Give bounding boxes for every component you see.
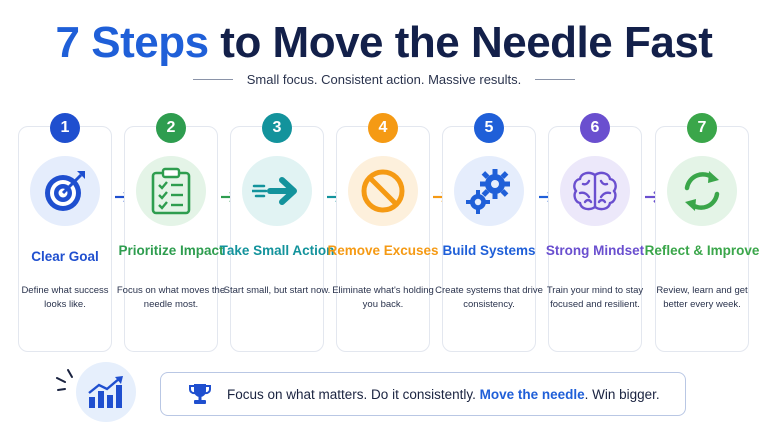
step-desc-5: Create systems that drive consistency.	[435, 285, 543, 310]
icon-bubble-7	[667, 156, 737, 226]
step-title-3: Take Small Action	[219, 243, 335, 258]
icon-bubble-3	[242, 156, 312, 226]
growth-chart-bubble	[76, 362, 136, 422]
step-title-4: Remove Excuses	[327, 243, 439, 258]
gears-icon	[466, 169, 510, 214]
step-title-2: Prioritize Impact	[118, 243, 224, 258]
step-desc-7: Review, learn and get better every week.	[656, 285, 748, 310]
step-title-7: Reflect & Improve	[644, 243, 760, 258]
subtitle: Small focus. Consistent action. Massive …	[246, 72, 522, 87]
subtitle-row: Small focus. Consistent action. Massive …	[0, 72, 768, 87]
step-badge-2: 2	[156, 113, 186, 143]
icon-bubble-4	[348, 156, 418, 226]
motto-part-1: Focus on what matters. Do it consistentl…	[227, 386, 480, 402]
icon-bubble-6	[560, 156, 630, 226]
motto-highlight: Move the needle	[479, 386, 585, 402]
refresh-icon	[684, 171, 720, 211]
icon-bubble-5	[454, 156, 524, 226]
no-sign-icon	[361, 169, 405, 213]
motto-part-2: . Win bigger.	[584, 386, 660, 402]
step-desc-2: Focus on what moves the needle most.	[116, 285, 226, 310]
motto-banner: Focus on what matters. Do it consistentl…	[160, 372, 686, 416]
fast-arrow-icon	[252, 177, 297, 205]
icon-bubble-1	[30, 156, 100, 226]
sparkle-lines-icon	[56, 369, 73, 391]
step-title-5: Build Systems	[442, 243, 536, 258]
divider-left	[192, 79, 233, 80]
step-badge-5: 5	[474, 113, 504, 143]
step-badge-6: 6	[580, 113, 610, 143]
step-desc-1: Define what success looks like.	[21, 285, 109, 310]
step-badge-1: 1	[50, 113, 80, 143]
steps-row: 1 Clear Goal Define what success looks l…	[18, 113, 759, 352]
step-badge-3: 3	[262, 113, 292, 143]
divider-right	[535, 79, 576, 80]
brain-icon	[573, 171, 617, 211]
page-title: 7 Steps to Move the Needle Fast	[0, 18, 768, 68]
step-badge-7: 7	[687, 113, 717, 143]
icon-bubble-2	[136, 156, 206, 226]
step-desc-4: Eliminate what's holding you back.	[332, 285, 434, 310]
step-card-3	[230, 126, 324, 352]
step-desc-6: Train your mind to stay focused and resi…	[546, 285, 644, 310]
title-rest: to Move the Needle Fast	[208, 18, 713, 67]
title-accent: 7 Steps	[55, 18, 210, 67]
motto-text: Focus on what matters. Do it consistentl…	[227, 387, 660, 402]
step-badge-4: 4	[368, 113, 398, 143]
step-title-1: Clear Goal	[31, 249, 99, 264]
trophy-icon	[189, 384, 211, 404]
checklist-icon	[151, 167, 191, 215]
step-title-6: Strong Mindset	[545, 243, 645, 258]
growth-chart-icon	[88, 376, 123, 408]
step-desc-3: Start small, but start now.	[223, 285, 331, 296]
target-icon	[45, 171, 85, 211]
